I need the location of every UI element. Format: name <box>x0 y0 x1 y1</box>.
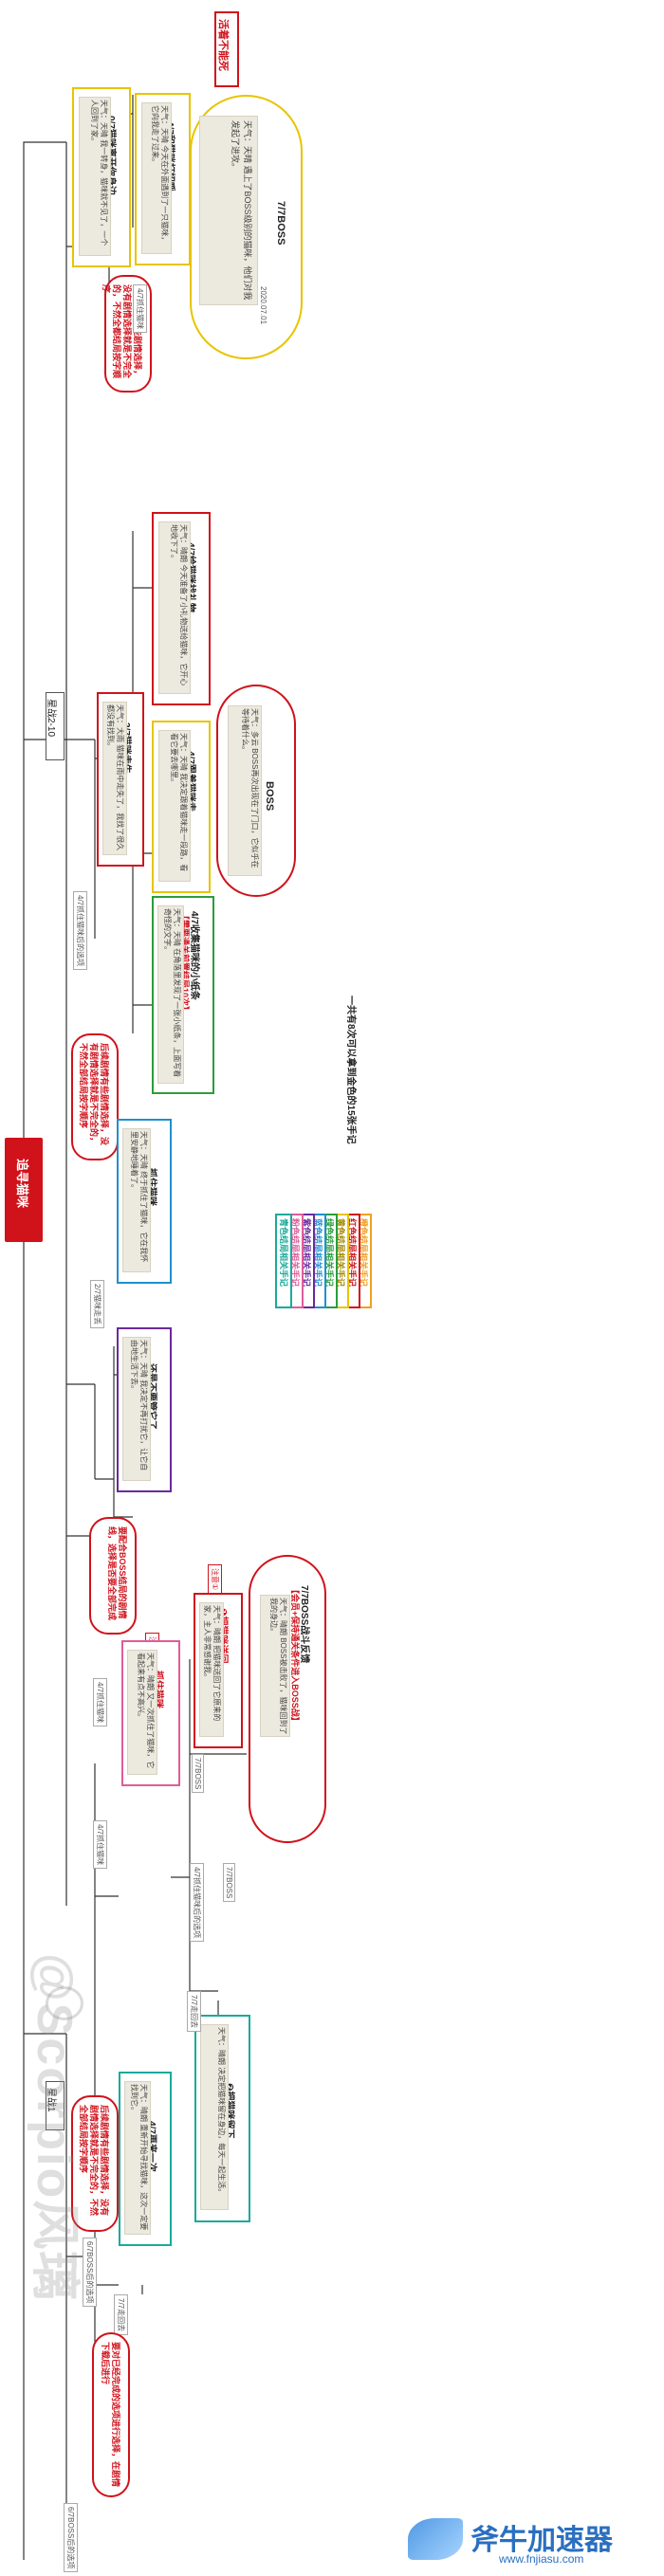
node-07-leave[interactable]: 0/7猫咪离开你身边 天气：天晴 我一转身，猫咪就不见了，一个人回到了家。 <box>72 87 131 267</box>
note-card: 天气：多云 BOSS再次出现在了门口，它似乎在等待着什么。 <box>228 705 262 876</box>
note-card: 天气：晴朗 BOSS被击败了，猫咪回到了我的身边。 <box>260 1595 290 1737</box>
note-card: 天气：天晴 在角落里发现了一张小纸条，上面写着奇怪的文字。 <box>157 905 184 1084</box>
note-card: 天气：晴朗 重新开始寻找猫咪，这次一定要找到它。 <box>124 2081 151 2235</box>
note-card: 天气：晴朗 今天准备了小礼物送给猫咪，它开心地收下了。 <box>158 521 191 694</box>
logo-icon <box>408 2518 463 2560</box>
node-27-lost[interactable]: 2/7猫咪走失 天气：大雨 猫咪在雨中走失了，我找了很久都没有找到。 <box>97 692 144 867</box>
legend: 橙色结局相关手记 红色结局相关手记 黄色结局相关手记 绿色结局相关手记 蓝色结局… <box>275 1214 372 1327</box>
node-boss-top[interactable]: 7/7BOSS 天气：天晴 遇上了BOSS级别的猫咪，他们对我发起了进攻。 20… <box>190 95 303 359</box>
note-card: 天气：天晴 今天在外面遇到了一只猫咪，它向我走了过来。 <box>141 102 172 254</box>
tag-t7: 4/7抓住猫咪后的选项 <box>190 1863 204 1943</box>
legend-item-7: 青色结局相关手记 <box>275 1214 292 1308</box>
node-47-again[interactable]: 4/7再来一次 天气：晴朗 重新开始寻找猫咪，这次一定要找到它。 <box>119 2072 172 2246</box>
node-47-gift[interactable]: 4/7给猫咪找礼物 天气：晴朗 今天准备了小礼物送给猫咪，它开心地收下了。 <box>152 512 211 705</box>
footer-logo: 斧牛加速器 www.fnjiasu.com <box>408 2512 655 2569</box>
node-catch2[interactable]: 抓住猫咪 天气：晴朗 又一次抓住了猫咪，它看起来有点不高兴。 <box>121 1640 180 1786</box>
note-card: 天气：天晴 我一转身，猫咪就不见了，一个人回到了家。 <box>79 97 111 256</box>
node-catch[interactable]: 抓住猫咪 天气：天晴 终于抓住了猫咪，它在我怀里安静地睡着了。 <box>117 1119 172 1284</box>
note-card: 天气：天晴 遇上了BOSS级别的猫咪，他们对我发起了进攻。 <box>199 116 258 305</box>
tag-t3: 2/7猫咪走丢 <box>90 1280 104 1329</box>
note-card: 天气：晴朗 又一次抓住了猫咪，它看起来有点不高兴。 <box>127 1650 157 1775</box>
node-boss-fb[interactable]: 7/7BOSS战斗反馈 【会员+保持通关条件进入BOSS战】 天气：晴朗 BOS… <box>249 1555 326 1843</box>
node-47-follow[interactable]: 4/7跟着猫咪走 天气：天晴 我决定跟着猫咪走一段路，看看它要去哪里。 <box>152 721 211 893</box>
root-node[interactable]: 追寻猫咪 <box>5 1138 43 1242</box>
node-boss-mid[interactable]: BOSS 天气：多云 BOSS再次出现在了门口，它似乎在等待着什么。 <box>216 685 296 897</box>
callout-3: 要配合BOSS结局的剧情线，选择是否要全部完成 <box>89 1517 137 1635</box>
node-promise[interactable]: ❶把猫咪送回 天气：晴朗 把猫咪送回了它原来的家，主人非常感谢我。 <box>194 1593 243 1748</box>
badge-2: 注意① <box>208 1564 222 1595</box>
note-card: 天气：晴朗 把猫咪送回了它原来的家，主人非常感谢我。 <box>199 1602 224 1737</box>
callout-2: 后续剧情有些剧情选择，没有剧情选择就是不完全的，不然全部结局按字顺序 <box>71 1033 119 1160</box>
root-label: 追寻猫咪 <box>15 1159 29 1209</box>
branch-label-2[interactable]: 星战1 <box>46 2081 65 2130</box>
node-keep[interactable]: ❷把猫咪留下 天气：晴朗 决定把猫咪留在身边，每天一起生活。 <box>194 2015 250 2222</box>
callout-5: 要对已经完成的选项进行选择，在剧情下载后进行 <box>92 2332 130 2497</box>
callout-4: 后续剧情有些剧情选择，没有剧情选择就是不完全的，不然全部结局按字顺序 <box>71 2095 119 2232</box>
tag-t8: 7/7BOSS <box>223 1863 235 1903</box>
branch-label-1[interactable]: 星战2-10 <box>46 692 65 760</box>
tag-t9: 7/7走回去 <box>187 1991 201 2033</box>
note-card: 天气：天晴 终于抓住了猫咪，它在我怀里安静地睡着了。 <box>122 1128 151 1272</box>
note-card: 天气：大雨 猫咪在雨中走失了，我找了很久都没有找到。 <box>102 702 127 855</box>
tag-t4: 4/7抓住猫咪 <box>93 1678 107 1727</box>
tag-t5: 4/7抓住猫咪 <box>93 1820 107 1870</box>
logo-text: 斧牛加速器 <box>470 2525 613 2556</box>
weibo-icon <box>46 1986 83 2020</box>
legend-title: 一共有8次可以拿到金色的15张手记 <box>345 996 356 1144</box>
tag-t1: 4/7抓住猫咪 <box>133 284 147 334</box>
tag-t6: 7/7BOSS <box>192 1754 204 1794</box>
note-card: 天气：晴朗 决定把猫咪留在身边，每天一起生活。 <box>200 2024 229 2210</box>
node-47-find[interactable]: 4/7和猫咪打招呼 天气：天晴 今天在外面遇到了一只猫咪，它向我走了过来。 <box>135 93 191 265</box>
note-card: 天气：天晴 我决定不再打扰它，让它自由地生活下去。 <box>122 1337 151 1481</box>
logo-url: www.fnjiasu.com <box>499 2552 584 2566</box>
node-47-recv[interactable]: 4/7收集猫咪的小纸条 【需要通关前置结局10次】 天气：天晴 在角落里发现了一… <box>152 896 214 1094</box>
node-stay[interactable]: 还是不要管它了 天气：天晴 我决定不再打扰它，让它自由地生活下去。 <box>117 1327 172 1492</box>
tag-t2: 4/7抓住猫咪后的选项 <box>73 891 87 971</box>
top-title-box: 活着不能死 <box>214 11 239 87</box>
tag-t11: 7/7走回去 <box>114 2294 128 2336</box>
note-card: 天气：天晴 我决定跟着猫咪走一段路，看看它要去哪里。 <box>158 730 191 882</box>
tag-t12: 6/7BOSS后的选项 <box>64 2503 78 2573</box>
